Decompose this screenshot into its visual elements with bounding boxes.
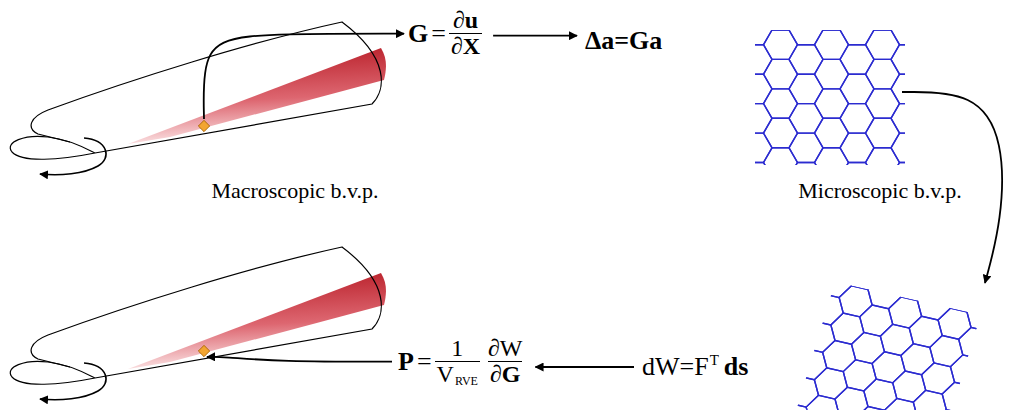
deformed-lattice (736, 232, 1011, 410)
formula-text: 1 (451, 336, 463, 361)
formula-text: ∂W (488, 336, 523, 361)
red-band (128, 48, 386, 144)
caption-label: Microscopic b.v.p. (798, 178, 962, 204)
formula-text: ∂X (451, 34, 480, 59)
text-group: P=1VRVE∂W∂G (398, 336, 527, 387)
honeycomb-lattice (755, 30, 905, 165)
numerator: ∂W (486, 336, 525, 361)
denominator: ∂G (488, 361, 523, 387)
formula-text: P (398, 347, 414, 377)
formula-text: G (408, 19, 428, 49)
text-group: Microscopic b.v.p. (798, 178, 962, 204)
shell-curl (10, 136, 95, 159)
flow-arrow (207, 357, 392, 362)
formula-text: RVE (455, 375, 478, 388)
formula-text: ds (724, 352, 749, 382)
formula-text: Δa=Ga (585, 26, 662, 56)
formula-text: ∂u (453, 8, 478, 33)
flow-arrow (493, 35, 577, 37)
formula-text: V (437, 362, 454, 387)
formula-text: T (710, 352, 719, 369)
denominator: ∂X (449, 33, 482, 59)
numerator: 1 (449, 336, 465, 361)
red-band (128, 273, 386, 369)
shell-curl (10, 361, 95, 384)
shell-outline (31, 22, 381, 153)
rotation-arrow (40, 363, 106, 400)
text-group: G=∂u∂X (408, 8, 485, 59)
shell-outline (31, 247, 381, 378)
formula-text: ∂G (490, 362, 521, 387)
numerator: ∂u (451, 8, 480, 33)
rotation-arrow (40, 138, 106, 175)
text-group: dW=FTds (642, 352, 748, 382)
fraction: ∂W∂G (486, 336, 525, 387)
shell-structure (10, 22, 386, 175)
fraction: ∂u∂X (449, 8, 482, 59)
flow-arrow (535, 366, 634, 368)
flow-arrow (204, 34, 404, 119)
formula-text: dW=F (642, 352, 709, 382)
text-group: Δa=Ga (585, 26, 662, 56)
formula-text: = (417, 347, 432, 377)
material-point (198, 120, 209, 131)
material-point (198, 345, 209, 356)
formula-text: = (431, 19, 446, 49)
fraction: 1VRVE (435, 336, 480, 387)
shell-structure (10, 247, 386, 400)
caption-label: Macroscopic b.v.p. (211, 178, 378, 204)
text-group: Macroscopic b.v.p. (211, 178, 378, 204)
denominator: VRVE (435, 361, 480, 387)
